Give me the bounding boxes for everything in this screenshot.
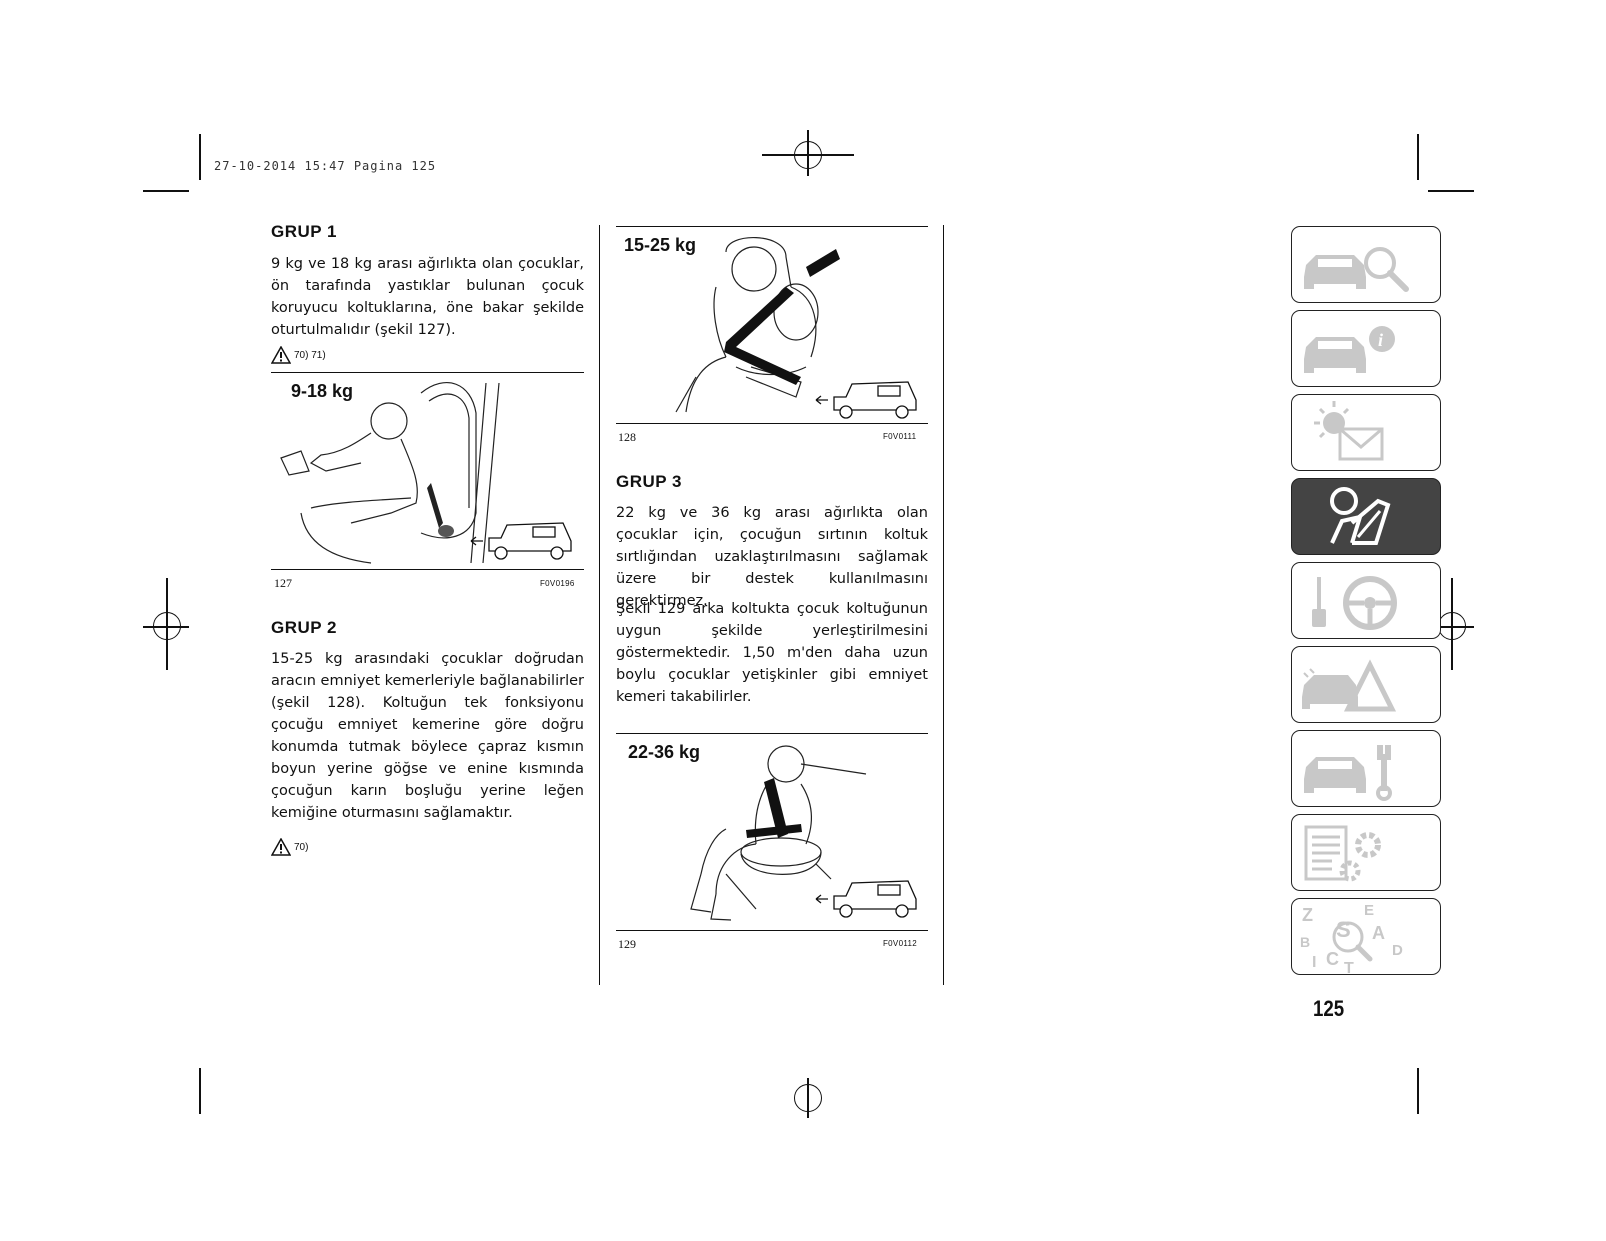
index-letter: I [1312,954,1316,971]
index-letter: Z [1302,905,1313,925]
alphabetical-index-icon: Z E S A B D I C T [1300,902,1403,976]
crop-mark [143,626,189,628]
warning-light-envelope-icon [1314,401,1384,461]
figure-weight-label: 15-25 kg [624,235,697,255]
grup1-warning: 70) 71) [271,346,326,364]
car-magnifier-icon [1304,247,1409,292]
warning-triangle-icon [271,346,291,364]
tab-vehicle-overview[interactable] [1291,226,1441,303]
grup1-text: 9 kg ve 18 kg arası ağırlıkta olan çocuk… [271,256,584,338]
tab-getting-to-know[interactable]: i [1291,310,1441,387]
car-info-icon: i [1304,326,1395,373]
booster-cushion-illustration [690,745,917,921]
figure-code: F0V0111 [883,432,917,441]
tab-index[interactable]: Z E S A B D I C T [1291,898,1441,976]
tab-safety[interactable] [1291,478,1441,555]
grup3-text-1: 22 kg ve 36 kg arası ağırlıkta olan çocu… [616,505,928,609]
crop-mark [199,1068,201,1114]
warning-refs: 70) [294,841,309,853]
grup1-heading: GRUP 1 [271,222,337,241]
booster-seat-illustration [675,236,917,419]
crop-mark [1428,626,1474,628]
crop-mark [1417,1068,1419,1114]
svg-text:i: i [1378,330,1383,350]
index-letter: B [1300,934,1310,950]
car-breakdown-warning-icon [1302,659,1397,712]
index-letter: E [1364,902,1374,919]
grup3-text-2: Şekil 129 arka koltukta çocuk koltuğunun… [616,601,928,705]
page-number: 125 [1313,996,1345,1021]
index-letter: C [1326,949,1339,969]
registration-mark [794,141,822,169]
figure-127: 9-18 kg [271,372,584,570]
tab-technical-data[interactable] [1291,814,1441,891]
figure-weight-label: 22-36 kg [628,742,701,762]
column-divider [943,225,944,985]
tab-maintenance[interactable] [1291,730,1441,807]
column-divider [599,225,600,985]
key-steering-wheel-icon [1312,576,1397,630]
child-seat-illustration [280,382,572,564]
grup2-text: 15-25 kg arasındaki çocuklar doğrudan ar… [271,651,584,821]
grup3-heading: GRUP 3 [616,472,682,491]
index-letter: T [1344,960,1354,976]
index-letter: D [1392,942,1403,959]
tab-warning-lights[interactable] [1291,394,1441,471]
index-letter: A [1372,923,1385,943]
print-timestamp: 27-10-2014 15:47 Pagina 125 [214,159,437,173]
warning-triangle-icon [271,838,291,856]
crop-mark [1428,190,1474,192]
figure-number: 129 [618,937,636,951]
grup2-heading: GRUP 2 [271,618,337,637]
figure-number: 128 [618,430,636,444]
grup2-warning: 70) [271,838,308,856]
warning-refs: 70) 71) [294,349,326,361]
seat-airbag-icon [1330,487,1391,545]
tab-starting-driving[interactable] [1291,562,1441,639]
crop-mark [143,190,189,192]
data-gears-icon [1304,825,1381,882]
registration-mark [794,1084,822,1112]
figure-code: F0V0112 [883,939,917,948]
figure-129: 22-36 kg [616,733,928,931]
car-wrench-icon [1304,745,1392,801]
figure-number: 127 [274,576,292,590]
figure-128: 15-25 kg [616,226,928,424]
figure-weight-label: 9-18 kg [291,381,354,401]
tab-emergency[interactable] [1291,646,1441,723]
crop-mark [1417,134,1419,180]
figure-code: F0V0196 [540,579,575,588]
index-letter: S [1336,917,1351,942]
crop-mark [199,134,201,180]
